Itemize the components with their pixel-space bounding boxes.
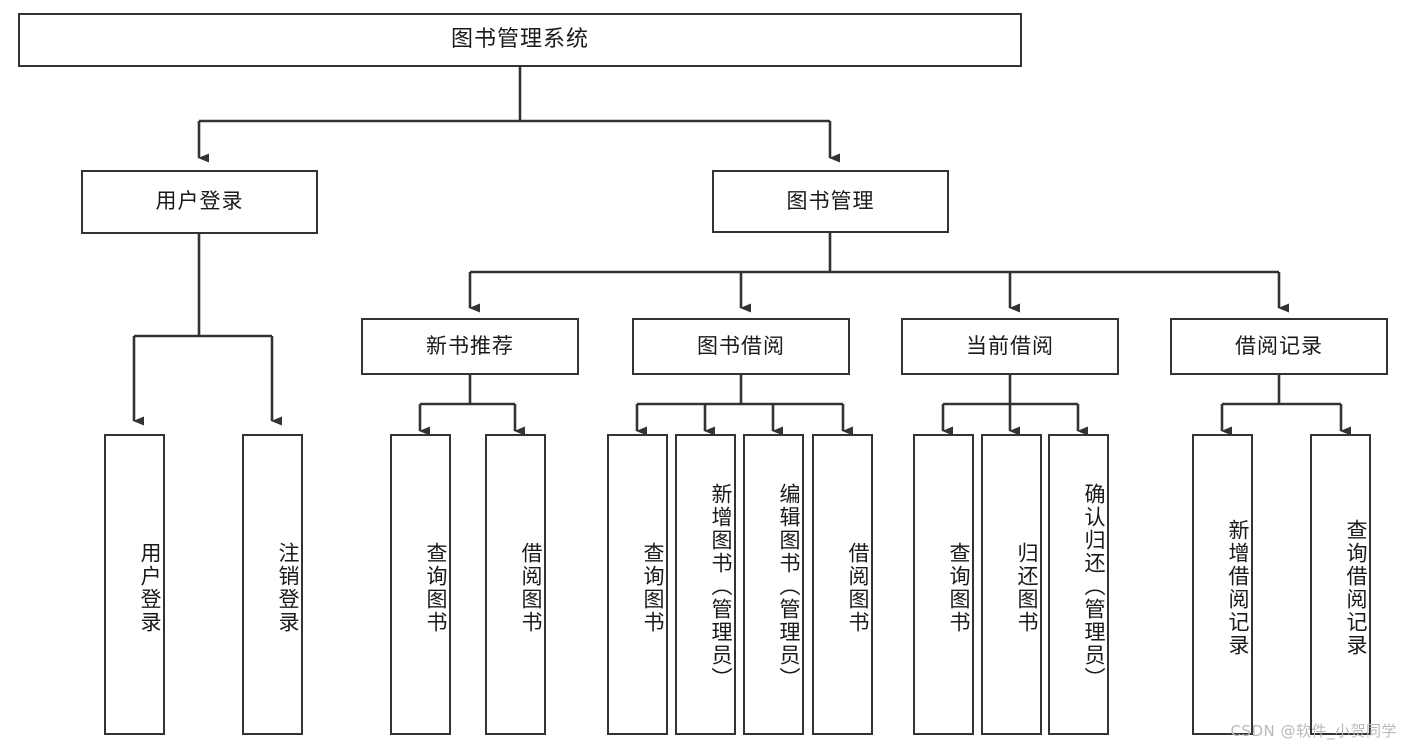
leaf-borrow-book-borrow[interactable]: 借阅图书 (812, 434, 873, 735)
node-user-login[interactable]: 用户登录 (81, 170, 318, 234)
csdn-watermark: CSDN @软件_小贺同学 (1230, 722, 1397, 740)
leaf-add-borrow-record[interactable]: 新增借阅记录 (1192, 434, 1253, 735)
leaf-edit-book-admin[interactable]: 编辑图书（管理员） (743, 434, 804, 735)
node-current-borrow[interactable]: 当前借阅 (901, 318, 1119, 375)
leaf-query-book-recommend[interactable]: 查询图书 (390, 434, 451, 735)
leaf-query-book-borrow[interactable]: 查询图书 (607, 434, 668, 735)
leaf-query-book-current[interactable]: 查询图书 (913, 434, 974, 735)
node-borrow-record[interactable]: 借阅记录 (1170, 318, 1388, 375)
leaf-confirm-return-admin[interactable]: 确认归还（管理员） (1048, 434, 1109, 735)
node-book-borrow[interactable]: 图书借阅 (632, 318, 850, 375)
leaf-logout-login[interactable]: 注销登录 (242, 434, 303, 735)
node-root-book-management-system[interactable]: 图书管理系统 (18, 13, 1022, 67)
node-new-book-recommend[interactable]: 新书推荐 (361, 318, 579, 375)
leaf-add-book-admin[interactable]: 新增图书（管理员） (675, 434, 736, 735)
leaf-user-login[interactable]: 用户登录 (104, 434, 165, 735)
leaf-borrow-book-recommend[interactable]: 借阅图书 (485, 434, 546, 735)
leaf-query-borrow-record[interactable]: 查询借阅记录 (1310, 434, 1371, 735)
node-book-management[interactable]: 图书管理 (712, 170, 949, 233)
leaf-return-book[interactable]: 归还图书 (981, 434, 1042, 735)
